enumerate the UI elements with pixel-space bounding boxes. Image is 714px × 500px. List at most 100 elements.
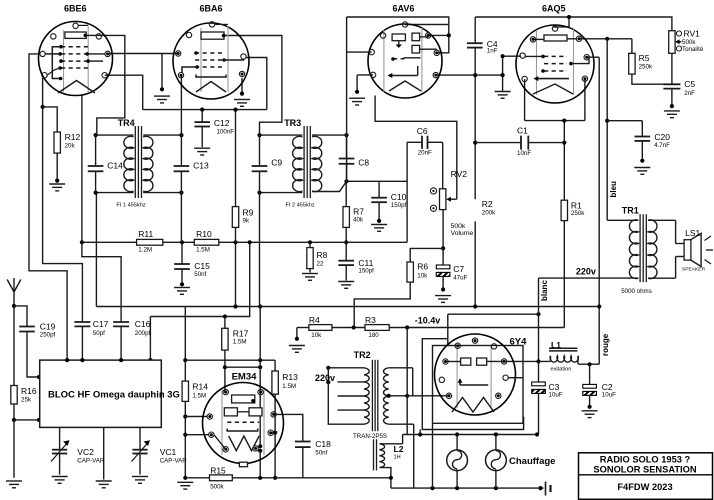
svg-text:R17: R17 (233, 329, 249, 339)
svg-text:1.5M: 1.5M (192, 393, 206, 400)
svg-text:R9: R9 (243, 208, 254, 218)
svg-text:R16: R16 (21, 386, 37, 396)
svg-text:C4: C4 (487, 39, 498, 49)
svg-text:200k: 200k (482, 209, 496, 216)
svg-text:R1: R1 (571, 201, 582, 211)
svg-text:6Y4: 6Y4 (510, 337, 528, 348)
svg-text:C17: C17 (93, 319, 109, 329)
svg-text:C10: C10 (391, 192, 407, 202)
svg-text:R14: R14 (192, 382, 208, 392)
svg-text:F4FDW 2023: F4FDW 2023 (617, 482, 672, 492)
svg-text:C13: C13 (193, 161, 209, 171)
svg-text:250pf: 250pf (40, 331, 56, 338)
svg-text:C3: C3 (549, 382, 560, 392)
svg-text:50pf: 50pf (93, 330, 105, 337)
svg-text:R5: R5 (639, 53, 650, 63)
svg-text:blanc: blanc (540, 280, 549, 301)
svg-text:R8: R8 (317, 250, 328, 260)
svg-text:100nF: 100nF (217, 128, 235, 135)
svg-text:LS1: LS1 (685, 228, 700, 238)
svg-text:2nF: 2nF (684, 90, 695, 97)
svg-text:SPEAKER: SPEAKER (682, 266, 706, 272)
svg-text:1.5M: 1.5M (196, 247, 210, 254)
svg-text:RV1: RV1 (684, 29, 701, 39)
svg-text:R2: R2 (482, 199, 493, 209)
svg-text:C20: C20 (654, 132, 670, 142)
svg-text:50nf: 50nf (194, 271, 206, 278)
svg-text:exitation: exitation (551, 367, 572, 373)
svg-text:L1: L1 (551, 340, 561, 350)
svg-text:Tonalité: Tonalité (682, 46, 704, 53)
svg-text:220v: 220v (576, 266, 596, 276)
svg-text:VC1: VC1 (160, 447, 177, 457)
svg-text:C14: C14 (107, 161, 123, 171)
svg-text:20nF: 20nF (418, 150, 432, 157)
svg-text:10nF: 10nF (517, 150, 531, 157)
svg-text:C11: C11 (358, 258, 373, 268)
svg-text:1.5M: 1.5M (233, 338, 247, 345)
svg-text:BLOC HF Omega dauphin 3G: BLOC HF Omega dauphin 3G (48, 390, 180, 401)
svg-text:CAP-VAR: CAP-VAR (160, 458, 188, 465)
svg-text:6BE6: 6BE6 (64, 3, 87, 13)
svg-text:SONOLOR SENSATION: SONOLOR SENSATION (593, 465, 696, 475)
svg-text:R4: R4 (309, 315, 320, 325)
svg-text:TR1: TR1 (622, 206, 639, 216)
svg-text:1H: 1H (394, 455, 401, 461)
svg-text:5000 ohms: 5000 ohms (621, 288, 652, 295)
svg-text:200pf: 200pf (135, 330, 151, 337)
svg-text:150pf: 150pf (358, 268, 374, 275)
svg-text:Volume: Volume (451, 230, 474, 237)
svg-text:C5: C5 (684, 79, 695, 89)
svg-text:FI 2 455khz: FI 2 455khz (286, 203, 315, 209)
svg-text:250k: 250k (639, 64, 653, 71)
svg-text:FI 1 455khz: FI 1 455khz (116, 203, 145, 209)
svg-text:L2: L2 (394, 444, 404, 454)
svg-text:1.2M: 1.2M (138, 247, 152, 254)
svg-text:R11: R11 (138, 229, 153, 239)
svg-text:C16: C16 (135, 319, 151, 329)
svg-text:C7: C7 (453, 264, 464, 274)
svg-text:6AQ5: 6AQ5 (542, 3, 566, 13)
svg-text:R6: R6 (417, 262, 428, 272)
svg-text:10uF: 10uF (602, 392, 616, 399)
svg-text:TRAN-2P5S: TRAN-2P5S (353, 433, 387, 440)
svg-text:TR2: TR2 (354, 350, 371, 360)
svg-text:C2: C2 (602, 382, 613, 392)
svg-text:EM34: EM34 (232, 372, 258, 383)
svg-text:C12: C12 (214, 118, 230, 128)
svg-text:-10.4v: -10.4v (415, 316, 441, 326)
svg-text:TR4: TR4 (118, 118, 135, 128)
svg-text:25k: 25k (21, 397, 32, 404)
svg-text:500k: 500k (682, 39, 696, 46)
svg-text:50nf: 50nf (315, 450, 327, 457)
svg-text:1nF: 1nF (487, 48, 498, 55)
svg-text:R3: R3 (365, 315, 376, 325)
svg-text:500k: 500k (451, 223, 466, 230)
svg-text:22: 22 (317, 261, 324, 268)
svg-text:C9: C9 (271, 157, 282, 167)
svg-text:R12: R12 (65, 132, 81, 142)
svg-text:4.7nF: 4.7nF (654, 142, 670, 149)
svg-text:R10: R10 (196, 229, 212, 239)
svg-text:R7: R7 (353, 206, 364, 216)
svg-text:C19: C19 (40, 322, 56, 332)
svg-text:20k: 20k (65, 143, 76, 150)
svg-text:TR3: TR3 (284, 118, 301, 128)
svg-text:RV2: RV2 (451, 169, 468, 179)
svg-text:250k: 250k (571, 210, 585, 217)
svg-text:10uF: 10uF (549, 391, 563, 398)
svg-text:47uF: 47uF (453, 274, 467, 281)
svg-text:VC2: VC2 (77, 447, 94, 457)
svg-text:CAP-VAR: CAP-VAR (77, 458, 105, 465)
svg-text:500k: 500k (210, 484, 224, 491)
svg-text:6BA6: 6BA6 (200, 3, 223, 13)
svg-text:1.5M: 1.5M (282, 383, 296, 390)
svg-text:Chauffage: Chauffage (509, 456, 555, 467)
svg-text:C15: C15 (194, 261, 210, 271)
svg-text:220v: 220v (315, 373, 335, 383)
svg-text:10k: 10k (417, 273, 428, 280)
svg-text:RADIO SOLO 1953 ?: RADIO SOLO 1953 ? (600, 455, 691, 465)
svg-text:bleu: bleu (609, 181, 618, 198)
svg-text:180: 180 (368, 332, 379, 339)
svg-text:9k: 9k (243, 217, 250, 224)
